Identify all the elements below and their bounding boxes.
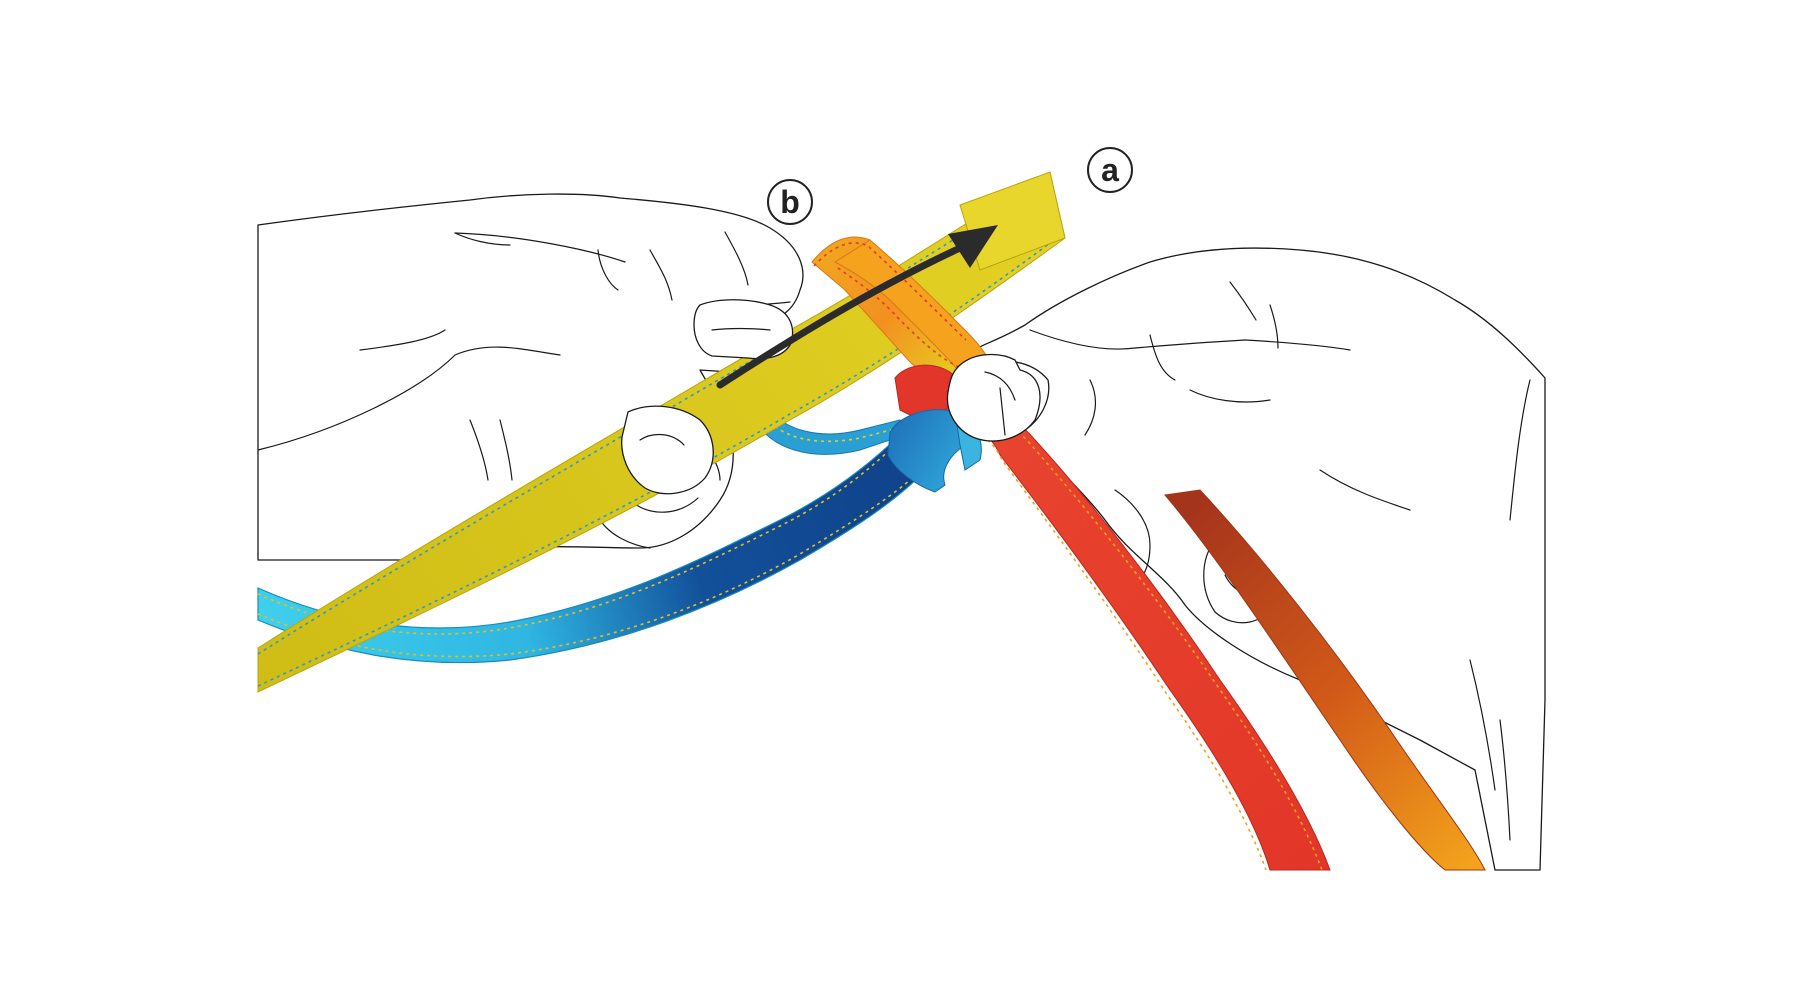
right-thumb (946, 353, 1041, 442)
callout-b-label: b (780, 184, 800, 220)
callout-b: b (767, 179, 813, 225)
orange-ribbon (1164, 489, 1486, 871)
left-fingers (621, 405, 714, 495)
left-thumb (693, 299, 794, 360)
callout-a: a (1087, 147, 1133, 193)
direction-arrow-icon (716, 225, 998, 389)
callout-a-label: a (1101, 152, 1119, 188)
